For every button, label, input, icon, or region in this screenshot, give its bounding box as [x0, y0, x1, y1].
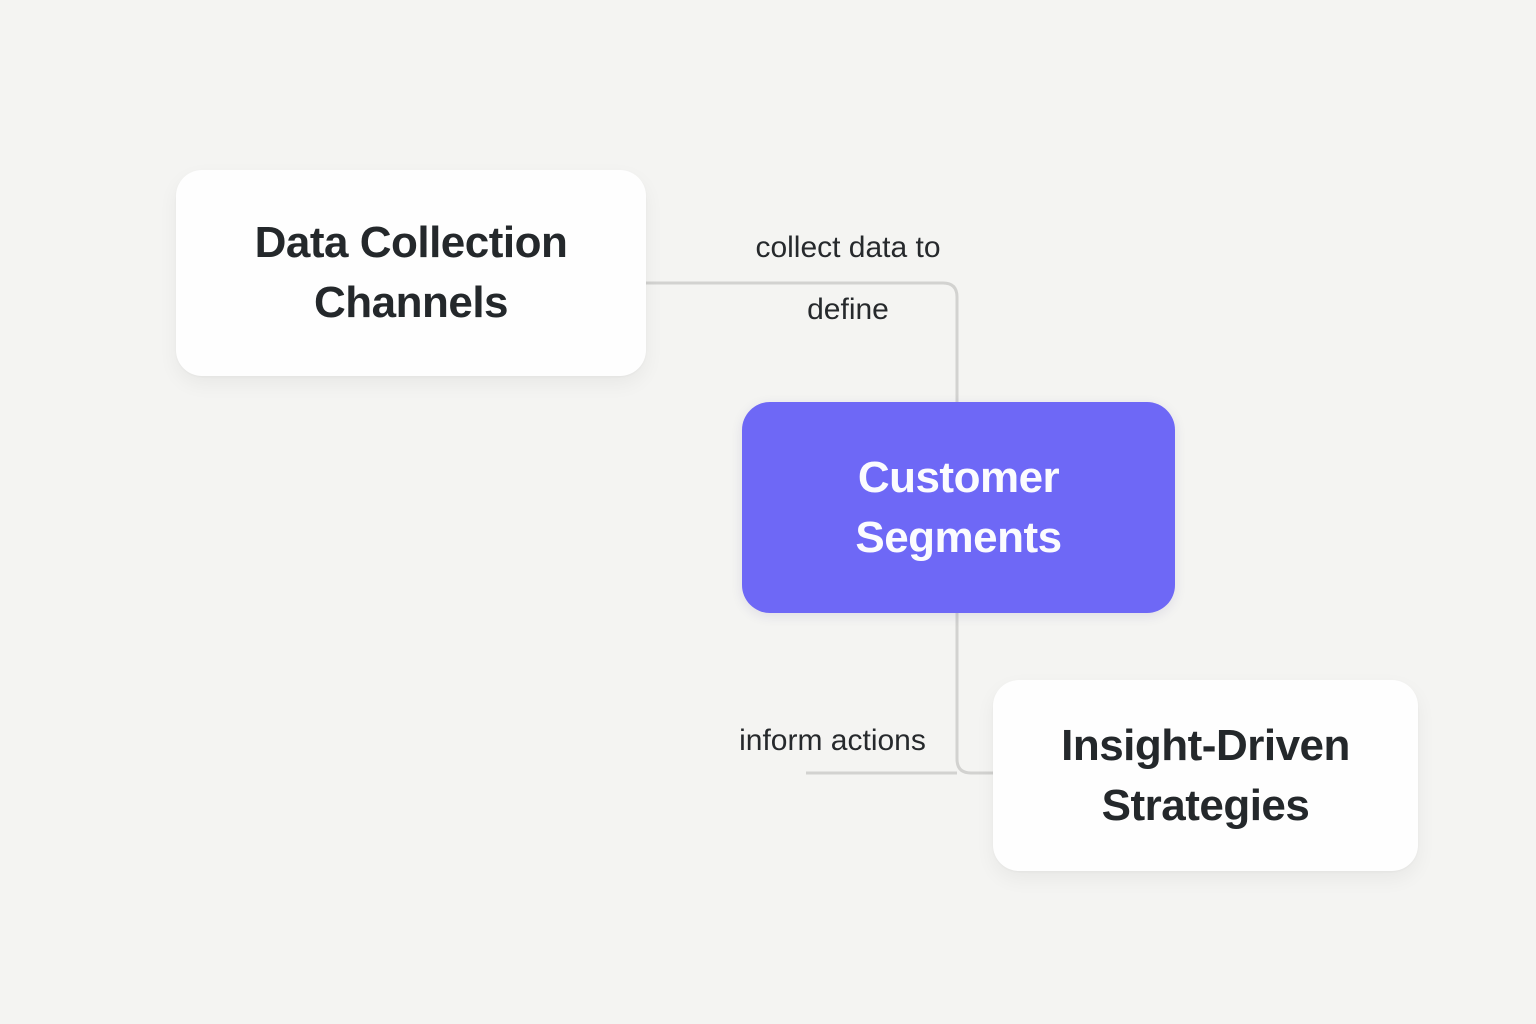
edge-label-inform-actions[interactable]: inform actions [739, 724, 926, 757]
edge-label-collect-data-to-define[interactable]: collect data to define [755, 231, 941, 326]
node-customer-segments[interactable]: Customer Segments [742, 402, 1175, 613]
node-data-collection-channels[interactable]: Data Collection Channels [176, 170, 646, 376]
edge-inform-actions-line [955, 612, 993, 775]
node-data-collection-channels-label: Data Collection Channels [254, 218, 568, 327]
edge-collect-data-line [646, 281, 959, 402]
node-insight-driven-strategies-label: Insight-Driven Strategies [1061, 720, 1350, 830]
node-customer-segments-label: Customer Segments [855, 452, 1062, 562]
node-insight-driven-strategies[interactable]: Insight-Driven Strategies [993, 680, 1418, 871]
